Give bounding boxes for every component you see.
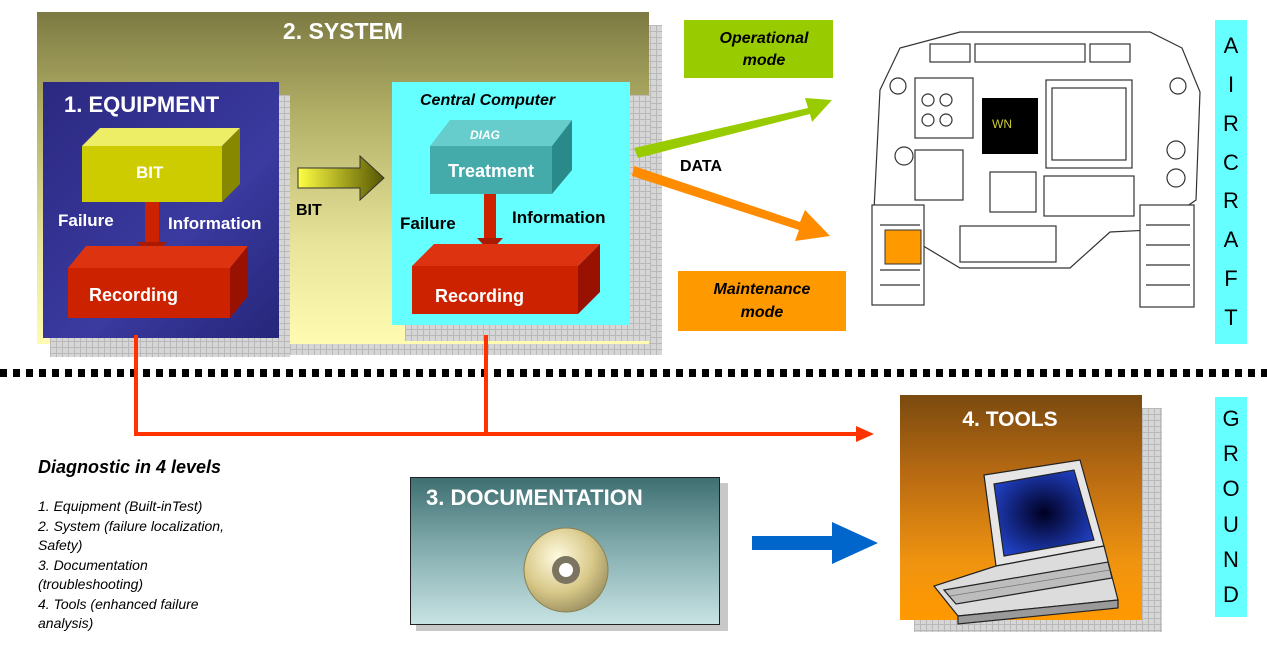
ground-letter: N: [1223, 546, 1239, 572]
aircraft-letter: A: [1223, 227, 1239, 253]
cockpit-screen: [982, 98, 1038, 154]
ground-letter: D: [1223, 581, 1239, 607]
diagnostic-line: 4. Tools (enhanced failure: [38, 595, 199, 612]
bit-block-label: BIT: [136, 163, 164, 182]
ground-letter: G: [1222, 406, 1240, 432]
equipment-failure-label: Failure: [58, 211, 114, 230]
equipment-recording-label: Recording: [89, 285, 179, 305]
diagnostic-line: 3. Documentation: [38, 556, 148, 573]
treatment-block: [430, 120, 572, 194]
diagnostic-line: Safety): [38, 537, 83, 553]
cockpit-panel-illustration: [871, 31, 1201, 308]
diagnostic-line: 1. Equipment (Built-inTest): [38, 498, 203, 514]
aircraft-letter: R: [1223, 110, 1239, 136]
maintenance-arrow: [632, 166, 830, 241]
central-title: Central Computer: [420, 92, 556, 109]
equipment-title: 1. EQUIPMENT: [64, 92, 220, 117]
operational-arrow: [634, 98, 832, 158]
aircraft-letter: F: [1224, 266, 1238, 292]
diagnostic-line: (troubleshooting): [38, 576, 144, 592]
central-recording-block: [412, 244, 600, 314]
diag-label: DIAG: [470, 128, 500, 142]
operational-mode-line2: mode: [742, 52, 786, 69]
diagnostic-heading: Diagnostic in 4 levels: [38, 457, 222, 477]
cd-icon: [523, 527, 609, 613]
central-recording-label: Recording: [435, 286, 525, 306]
maintenance-mode-line2: mode: [740, 304, 784, 321]
central-failure-arrow: [477, 194, 503, 252]
bit-block: [82, 128, 240, 202]
data-label: DATA: [680, 158, 723, 175]
equipment-recording-block: [68, 246, 248, 318]
cockpit-screen-text: WN: [992, 117, 1012, 131]
diagnostic-line: analysis): [38, 615, 94, 631]
equipment-information-label: Information: [168, 214, 262, 233]
maintenance-mode-line1: Maintenance: [713, 281, 811, 298]
ground-letter: O: [1222, 476, 1240, 502]
aircraft-letter: A: [1223, 32, 1239, 58]
bit-arrow-label: BIT: [296, 202, 322, 219]
treatment-label: Treatment: [448, 161, 535, 181]
ground-letter: R: [1223, 441, 1239, 467]
aircraft-letter: C: [1223, 149, 1239, 175]
diagnostic-list: 1. Equipment (Built-inTest) 2. System (fa…: [38, 497, 224, 634]
laptop-icon: [932, 459, 1119, 625]
operational-mode-box: [684, 20, 833, 78]
documentation-title: 3. DOCUMENTATION: [426, 485, 643, 510]
aircraft-letter: R: [1223, 188, 1239, 214]
tools-title: 4. TOOLS: [962, 408, 1058, 431]
recording-to-tools-line: [134, 335, 858, 436]
recording-to-tools-arrowhead: [856, 426, 874, 442]
operational-mode-line1: Operational: [719, 30, 809, 47]
aircraft-letter: T: [1224, 305, 1238, 330]
documentation-to-tools-arrow: [752, 522, 878, 564]
aircraft-letter: I: [1227, 71, 1235, 97]
maintenance-mode-box: [678, 271, 846, 331]
central-failure-label: Failure: [400, 214, 456, 233]
system-title: 2. SYSTEM: [282, 18, 404, 44]
ground-letter: U: [1223, 511, 1239, 537]
central-information-label: Information: [512, 208, 606, 227]
diagnostic-line: 2. System (failure localization,: [38, 517, 224, 534]
aircraft-ground-separator: [0, 369, 1267, 377]
cockpit-orange-panel: [884, 229, 922, 265]
bit-arrow: [297, 154, 385, 202]
